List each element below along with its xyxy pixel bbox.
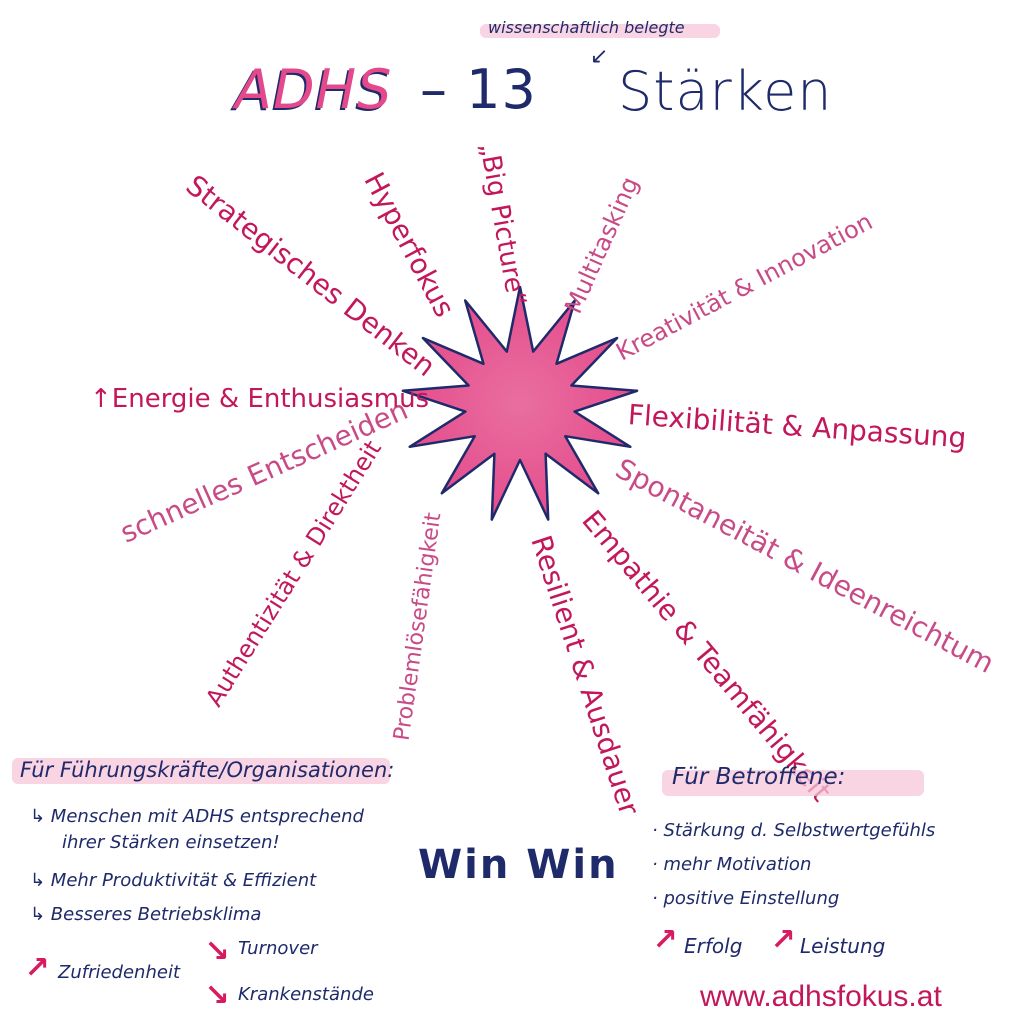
affected-up-label: Leistung: [800, 934, 886, 958]
affected-item: · Stärkung d. Selbstwertgefühls: [652, 820, 936, 841]
strength-energie: ↑Energie & Enthusiasmus: [90, 384, 430, 414]
down-arrow-icon: ↓: [197, 930, 240, 973]
leaders-highlight: [12, 758, 390, 784]
up-arrow-icon: ↑: [15, 946, 58, 989]
star-shape: [401, 285, 639, 521]
leaders-down-label: Krankenstände: [238, 984, 374, 1005]
leaders-up-label: Zufriedenheit: [58, 962, 181, 983]
affected-item: · positive Einstellung: [652, 888, 840, 909]
up-arrow-icon: ↑: [643, 918, 686, 961]
strength-kreativitaet: Kreativität & Innovation: [611, 207, 878, 367]
title-adhs: ADHS: [235, 58, 392, 121]
subtitle-note: wissenschaftlich belegte: [488, 18, 685, 37]
down-arrow-icon: ↓: [197, 974, 240, 1017]
star-polygon: [401, 285, 639, 521]
website-url[interactable]: www.adhsfokus.at: [700, 980, 942, 1013]
leaders-heading: Für Führungskräfte/Organisationen:: [20, 758, 395, 782]
affected-highlight: [662, 770, 924, 796]
strength-spontaneitaet: Spontaneität & Ideenreichtum: [610, 451, 1000, 680]
affected-heading: Für Betroffene:: [672, 764, 846, 790]
caret-arrow-icon: ↙: [590, 44, 609, 69]
title-part-adhs: ADHS: [235, 58, 393, 121]
strength-problemloesung: Problemlösefähigkeit: [389, 510, 447, 743]
affected-up-label: Erfolg: [684, 934, 743, 958]
affected-item: · mehr Motivation: [652, 854, 812, 875]
leaders-down-label: Turnover: [238, 938, 318, 959]
title-part-number: – 13: [420, 58, 537, 121]
strength-flexibilitaet: Flexibilität & Anpassung: [626, 398, 968, 455]
win-win-text: Win Win: [418, 842, 619, 888]
leaders-item: ↳ Menschen mit ADHS entsprechend: [30, 806, 364, 827]
title-part-staerken: Stärken: [618, 60, 833, 123]
leaders-item: ihrer Stärken einsetzen!: [62, 832, 280, 853]
subtitle-highlight: [480, 24, 720, 38]
leaders-item: ↳ Besseres Betriebsklima: [30, 904, 262, 925]
up-arrow-icon: ↑: [761, 918, 804, 961]
leaders-item: ↳ Mehr Produktivität & Effizient: [30, 870, 317, 891]
